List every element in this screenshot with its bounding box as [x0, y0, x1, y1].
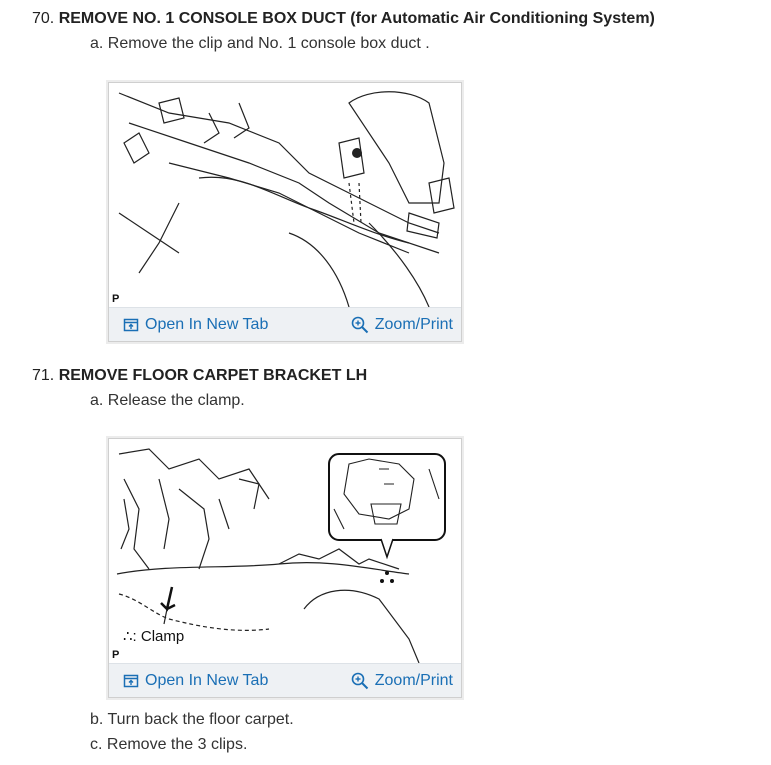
- figure-floor-carpet-bracket: ∴: Clamp P Open In New Tab Zoom/Print: [108, 438, 462, 698]
- illustration-floor-carpet: ∴: Clamp P: [109, 439, 461, 663]
- illustration-console-duct: P: [109, 83, 461, 307]
- zoom-print-link[interactable]: Zoom/Print: [351, 316, 453, 334]
- open-new-tab-icon: [123, 318, 139, 331]
- step-title: REMOVE NO. 1 CONSOLE BOX DUCT (for Autom…: [58, 10, 655, 27]
- substep-text: c. Remove the 3 clips.: [90, 736, 248, 753]
- substep-text: a. Remove the clip and No. 1 console box…: [90, 35, 430, 52]
- floor-carpet-drawing: [116, 448, 446, 663]
- open-new-tab-icon: [123, 674, 139, 687]
- zoom-icon: [351, 672, 368, 689]
- zoom-icon: [351, 316, 368, 333]
- step-number: 70.: [32, 10, 55, 27]
- open-in-new-tab-link[interactable]: Open In New Tab: [123, 316, 268, 334]
- zoom-print-label: Zoom/Print: [374, 315, 453, 333]
- figure-p-label: P: [112, 293, 120, 305]
- open-in-new-tab-label: Open In New Tab: [145, 315, 269, 333]
- zoom-print-label: Zoom/Print: [374, 671, 453, 689]
- open-in-new-tab-label: Open In New Tab: [145, 671, 269, 689]
- step-70-heading: 70. REMOVE NO. 1 CONSOLE BOX DUCT (for A…: [32, 10, 655, 28]
- step-number: 71.: [32, 367, 55, 384]
- step-71-heading: 71. REMOVE FLOOR CARPET BRACKET LH: [32, 367, 367, 385]
- console-duct-drawing: [118, 91, 455, 307]
- figure-p-label: P: [112, 649, 120, 661]
- substep-text: b. Turn back the floor carpet.: [90, 711, 294, 728]
- clamp-legend: ∴: Clamp: [123, 628, 185, 645]
- figure-console-box-duct: P Open In New Tab Zoom/Print: [108, 82, 462, 342]
- open-in-new-tab-link[interactable]: Open In New Tab: [123, 672, 268, 690]
- substep-text: a. Release the clamp.: [90, 392, 245, 409]
- figure-toolbar: Open In New Tab Zoom/Print: [109, 663, 461, 697]
- figure-toolbar: Open In New Tab Zoom/Print: [109, 307, 461, 341]
- step-title: REMOVE FLOOR CARPET BRACKET LH: [58, 367, 368, 384]
- zoom-print-link[interactable]: Zoom/Print: [351, 672, 453, 690]
